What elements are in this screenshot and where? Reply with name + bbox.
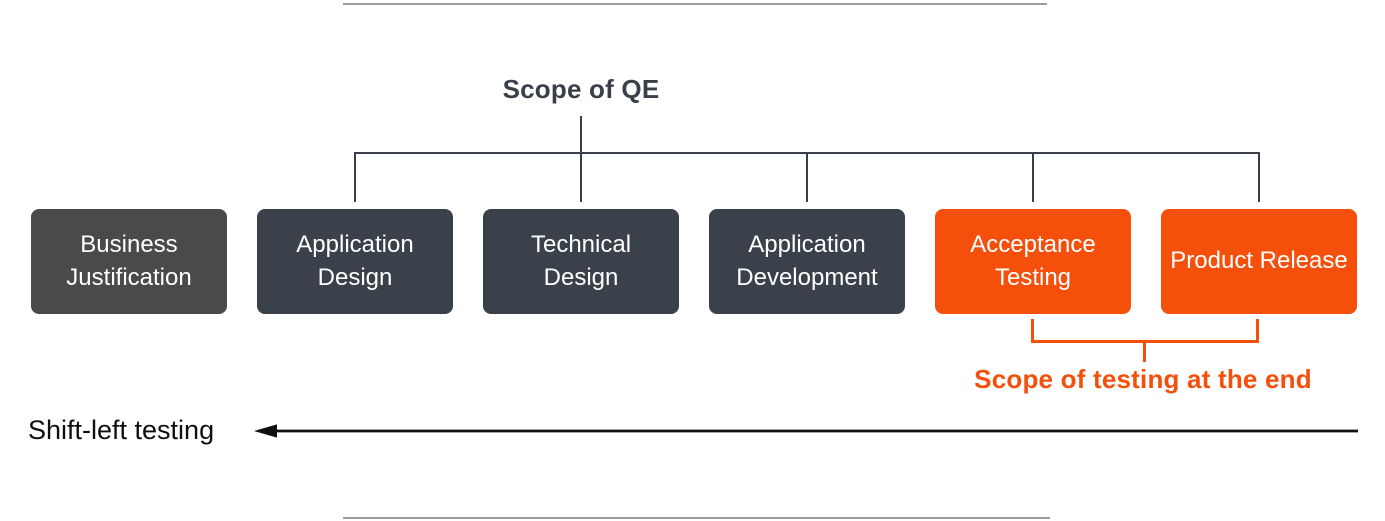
qe-bracket-drop-acceptance-testing <box>1032 152 1034 202</box>
qe-bracket-drop-product-release <box>1258 152 1260 202</box>
stage-label: Product Release <box>1170 247 1348 275</box>
qe-bracket-drop-application-development <box>806 152 808 202</box>
scope-of-qe-connector-line <box>580 116 582 152</box>
scope-of-testing-label: Scope of testing at the end <box>974 364 1312 394</box>
testing-bracket-drop-left <box>1031 319 1034 342</box>
qe-bracket-drop-application-design <box>354 152 356 202</box>
shift-left-testing-label: Shift-left testing <box>28 415 215 445</box>
top-border-line <box>343 3 1047 5</box>
stage-box-product-release: Product Release <box>1161 209 1357 314</box>
stage-box-application-design: Application Design <box>257 209 453 314</box>
qe-bracket-drop-technical-design <box>580 152 582 202</box>
testing-bracket-center-stub <box>1143 343 1146 362</box>
stage-label: Acceptance Testing <box>970 231 1096 291</box>
scope-of-qe-label: Scope of QE <box>502 74 660 104</box>
stage-label: Application Development <box>736 231 878 291</box>
stage-box-business-justification: Business Justification <box>31 209 227 314</box>
stage-row: Business Justification Application Desig… <box>31 209 1357 314</box>
testing-bracket-horizontal-line <box>1031 340 1259 343</box>
shift-left-arrow-icon <box>254 424 1358 438</box>
stage-label: Application Design <box>296 231 414 291</box>
stage-label: Technical Design <box>530 231 632 291</box>
stage-box-technical-design: Technical Design <box>483 209 679 314</box>
bottom-border-line <box>343 517 1050 519</box>
stage-box-acceptance-testing: Acceptance Testing <box>935 209 1131 314</box>
stage-label: Business Justification <box>66 231 192 291</box>
testing-bracket-drop-right <box>1256 319 1259 342</box>
stage-box-application-development: Application Development <box>709 209 905 314</box>
